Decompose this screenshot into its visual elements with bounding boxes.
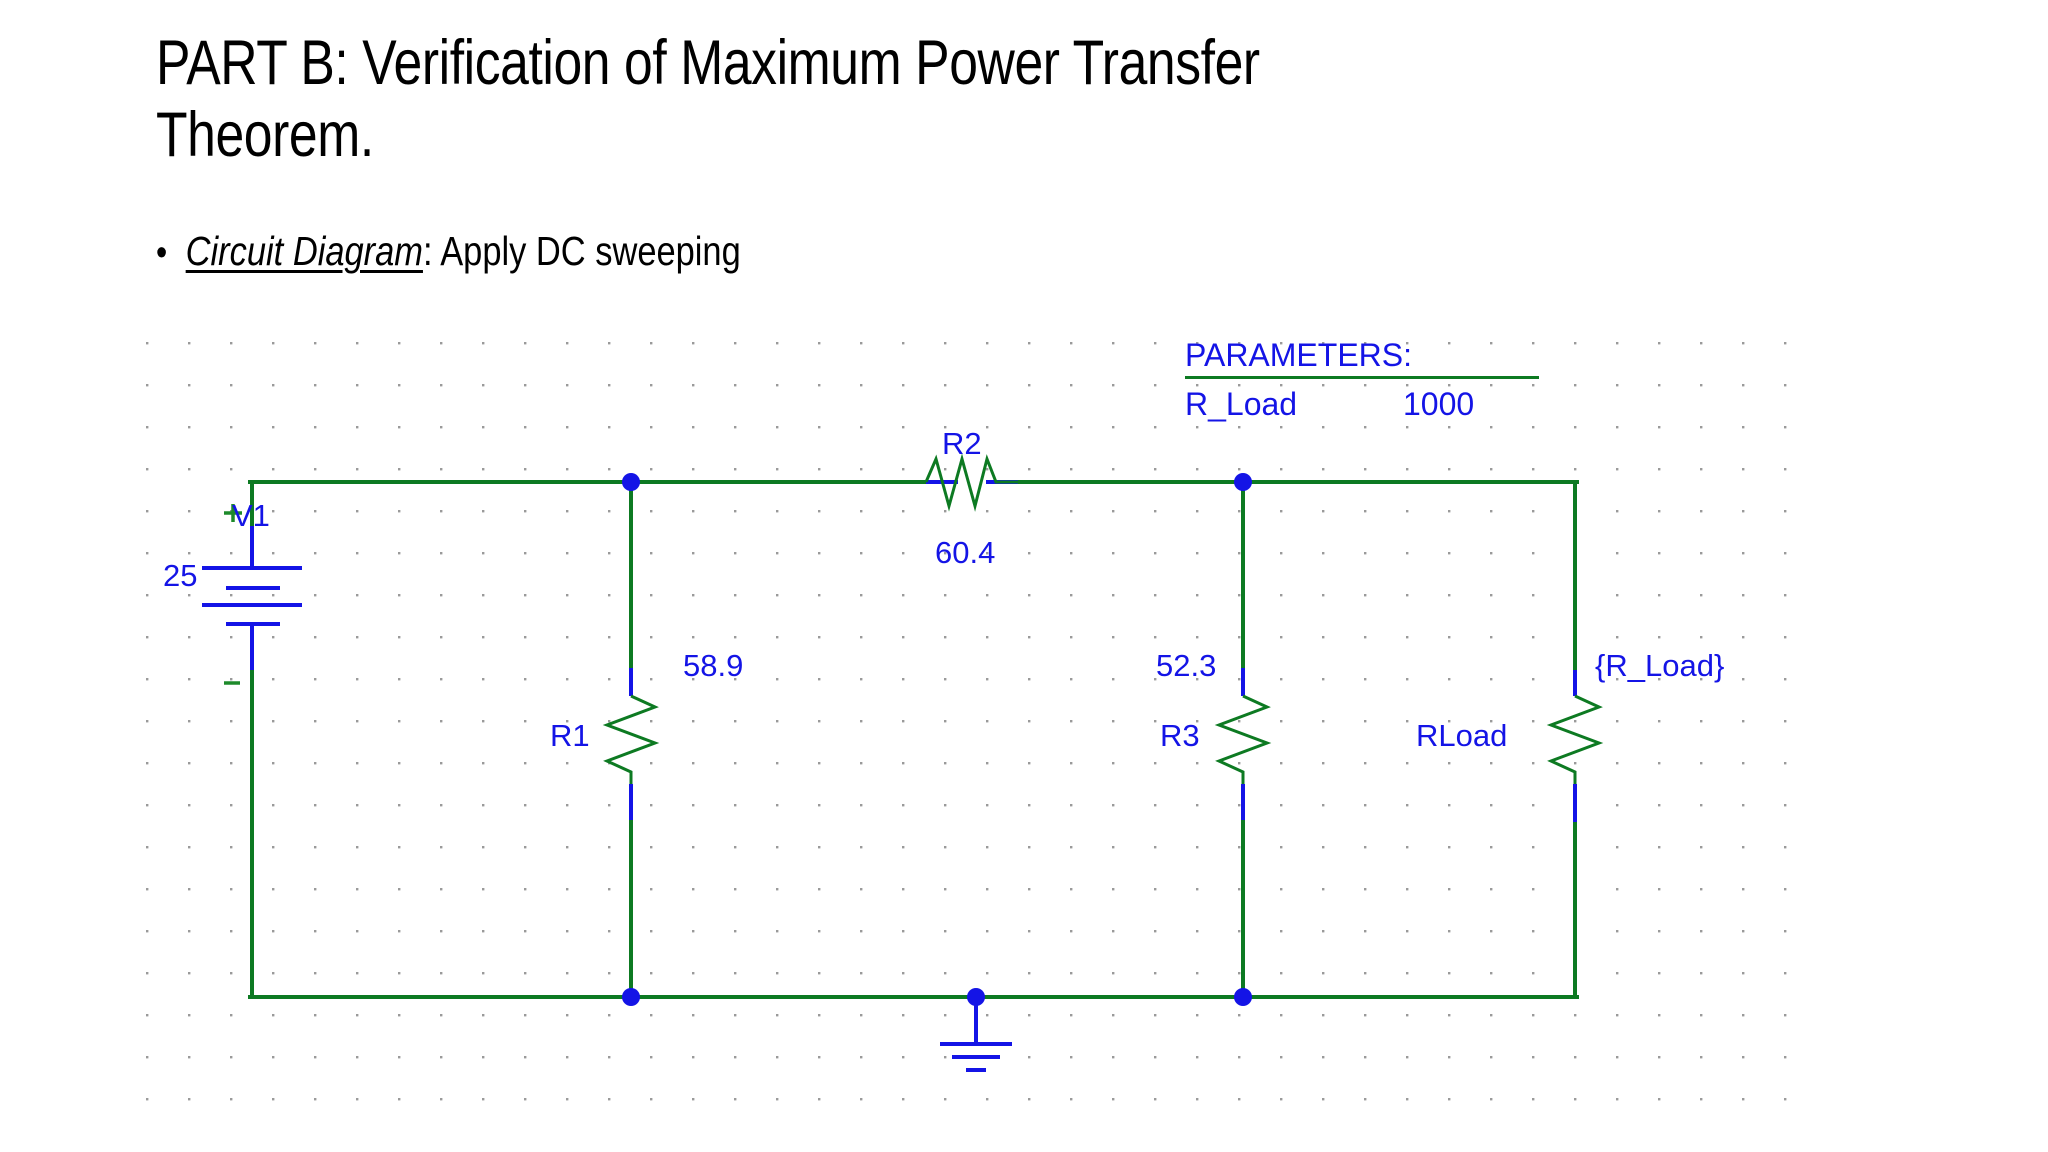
bullet-text: Circuit Diagram: Apply DC sweeping (186, 228, 741, 275)
bullet-emphasis-text: Circuit Diagram (185, 228, 423, 274)
junction-dot-bottom-right (1234, 988, 1252, 1006)
bullet-item: • Circuit Diagram: Apply DC sweeping (156, 228, 741, 275)
label-r1-designator: R1 (550, 718, 590, 753)
label-v1-designator: V1 (232, 498, 270, 533)
label-r3-value: 52.3 (1156, 648, 1217, 683)
voltage-source-symbol (202, 566, 302, 626)
label-r3-designator: R3 (1160, 718, 1200, 753)
parameters-block: PARAMETERS: R_Load 1000 (1185, 337, 1545, 423)
resistor-r1-body (602, 694, 660, 784)
parameters-divider (1185, 375, 1539, 379)
label-rload-designator: RLoad (1416, 718, 1508, 753)
resistor-r3-body (1214, 694, 1272, 784)
junction-dot-top-right (1234, 473, 1252, 491)
resistor-r2-body (924, 453, 1018, 512)
polarity-marks (224, 504, 242, 685)
junction-dot-top-left (622, 473, 640, 491)
parameter-row: R_Load 1000 (1185, 386, 1545, 423)
junction-dot-bottom-left (622, 988, 640, 1006)
circuit-schematic: PARAMETERS: R_Load 1000 V1 25 R1 58.9 R2… (140, 330, 1820, 1130)
junction-dots (622, 473, 1252, 1006)
wire-network (248, 480, 1579, 999)
bullet-marker-icon: • (156, 232, 168, 274)
page-title: PART B: Verification of Maximum Power Tr… (156, 28, 1273, 170)
junction-dot-ground (967, 988, 985, 1006)
parameters-heading: PARAMETERS: (1185, 337, 1412, 373)
component-leads (250, 480, 1577, 822)
parameter-value: 1000 (1403, 385, 1475, 422)
label-r2-designator: R2 (942, 426, 982, 461)
resistor-rload-body (1546, 694, 1604, 784)
label-v1-value: 25 (163, 558, 198, 593)
label-r2-value: 60.4 (935, 535, 996, 570)
bullet-rest-text: : Apply DC sweeping (422, 228, 741, 274)
ground-symbol (940, 997, 1012, 1072)
parameter-name: R_Load (1185, 385, 1298, 422)
label-r1-value: 58.9 (683, 648, 744, 683)
label-rload-value: {R_Load} (1595, 648, 1725, 683)
schematic-canvas (140, 330, 1820, 1130)
